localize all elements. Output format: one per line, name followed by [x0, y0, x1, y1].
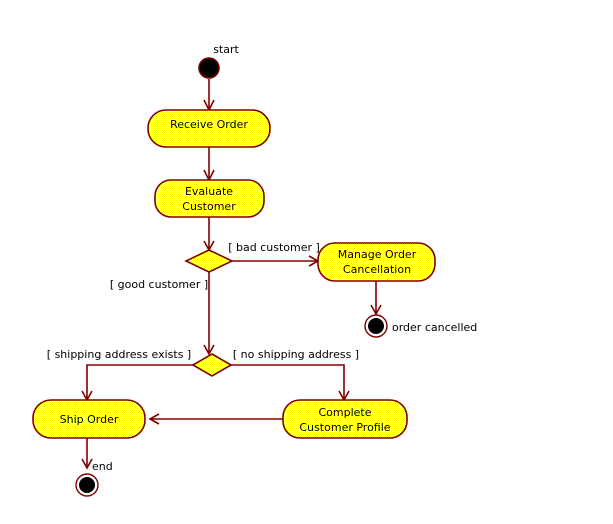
start-node[interactable] [198, 57, 220, 79]
edge-start-to-receive-order [203, 79, 215, 112]
edge-bad-customer [232, 255, 320, 267]
node-manage-order-cancellation-line1: Manage Order [338, 248, 417, 261]
node-manage-order-cancellation[interactable]: Manage Order Cancellation [317, 242, 436, 282]
edge-shipping-address-exists [81, 364, 194, 402]
node-ship-order[interactable]: Ship Order [32, 399, 146, 439]
node-evaluate-customer-line1: Evaluate [185, 185, 233, 198]
edge-good-customer [203, 272, 215, 356]
decision-customer[interactable] [184, 249, 234, 273]
edge-manage-order-cancellation-to-end [370, 281, 382, 316]
edge-label-shipping-address-exists: [ shipping address exists ] [47, 348, 191, 361]
node-receive-order[interactable]: Receive Order [147, 109, 271, 148]
order-cancelled-label: order cancelled [392, 321, 477, 334]
node-complete-customer-profile[interactable]: Complete Customer Profile [282, 399, 408, 439]
edge-complete-profile-to-ship-order [148, 413, 283, 425]
edge-label-good-customer: [ good customer ] [110, 278, 208, 291]
node-complete-customer-profile-line2: Customer Profile [299, 421, 390, 434]
end-node[interactable] [75, 473, 99, 497]
node-manage-order-cancellation-line2: Cancellation [343, 263, 411, 276]
node-receive-order-label: Receive Order [170, 118, 248, 131]
node-ship-order-label: Ship Order [60, 413, 119, 426]
edge-ship-order-to-end [81, 438, 93, 470]
edge-label-no-shipping-address: [ no shipping address ] [233, 348, 359, 361]
end-label: end [92, 460, 113, 473]
edge-receive-order-to-evaluate-customer [203, 147, 215, 182]
start-label: start [213, 43, 239, 56]
decision-shipping[interactable] [191, 353, 233, 377]
end-node-cancelled[interactable] [364, 314, 388, 338]
node-complete-customer-profile-line1: Complete [318, 406, 371, 419]
node-evaluate-customer-line2: Customer [182, 200, 236, 213]
edge-label-bad-customer: [ bad customer ] [228, 241, 320, 254]
edge-evaluate-customer-to-decision [203, 217, 215, 252]
edge-no-shipping-address [231, 364, 350, 402]
node-evaluate-customer[interactable]: Evaluate Customer [154, 179, 265, 218]
